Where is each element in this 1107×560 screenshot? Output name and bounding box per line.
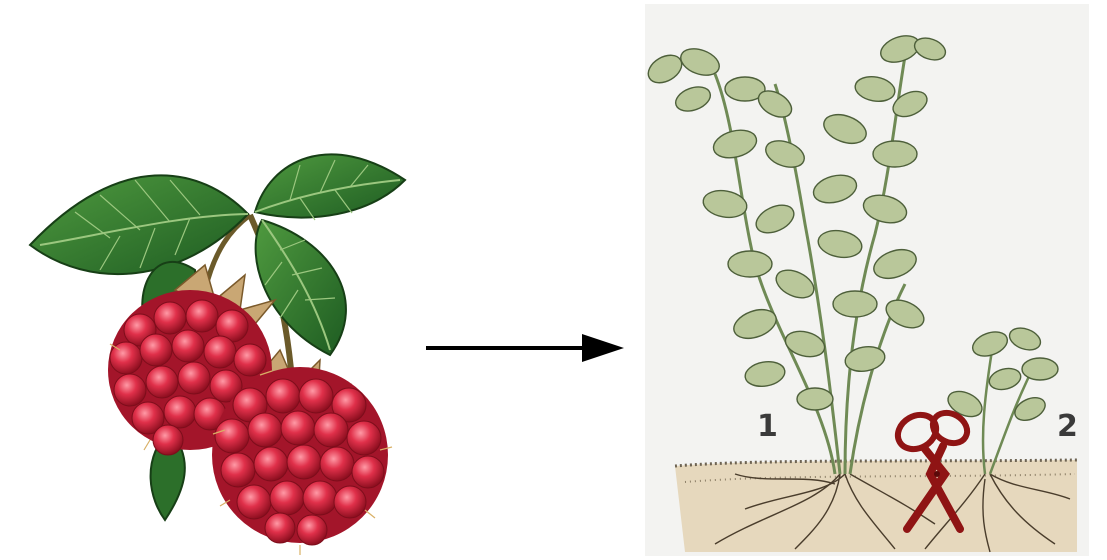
raspberry-bushes-in-soil bbox=[645, 4, 1089, 556]
raspberry-branch-illustration bbox=[0, 0, 440, 560]
big-bush-leaves bbox=[645, 31, 948, 410]
raspberry bbox=[212, 367, 388, 545]
right-arrow-icon bbox=[420, 326, 630, 370]
leaf bbox=[256, 220, 346, 355]
leaf bbox=[255, 154, 405, 220]
plant-label-1: 1 bbox=[757, 412, 778, 442]
small-bush-leaves bbox=[944, 324, 1058, 425]
plant-label-2: 2 bbox=[1057, 412, 1078, 442]
